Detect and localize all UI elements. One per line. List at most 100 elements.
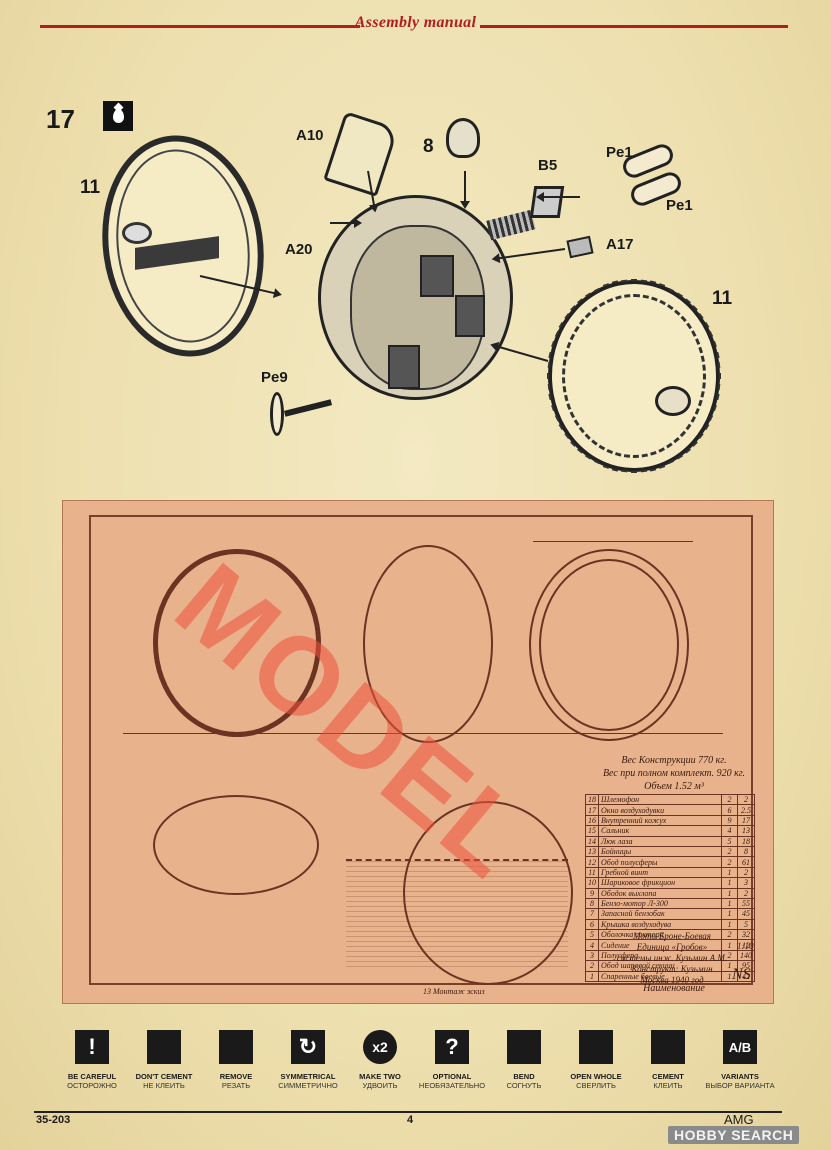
table-cell: 5 [721,835,738,847]
step-number: 17 [46,104,75,134]
table-cell: 1 [721,877,738,889]
table-cell: 17 [585,804,599,816]
site-watermark: HOBBY SEARCH [668,1126,800,1144]
table-cell: 2.5 [737,804,755,816]
table-cell: 16 [585,814,599,827]
arrow [491,344,549,362]
table-cell: 6 [721,804,738,816]
tread-mark [547,373,549,379]
legend-label-ru: ОСТОРОЖНО [67,1081,117,1090]
blueprint-note: 13 Монтаж эскиз [423,987,485,996]
table-cell: 13 [737,825,755,837]
blueprint-water-view [403,801,573,985]
legend-label-en: OPEN WHOLE [570,1072,622,1081]
table-cell: 14 [585,835,599,847]
part-pe9-drawing [270,392,284,436]
label-11-left: 11 [80,177,101,198]
blueprint-signature: NS [732,966,751,983]
legend-label-ru: ВЫБОР ВАРИАНТА [705,1081,775,1090]
table-cell: Люк лаза [598,835,722,847]
table-cell: 45 [737,908,755,920]
tread-mark [621,470,628,473]
make-two-icon: x2 [363,1030,397,1064]
optional-icon: ? [435,1030,469,1064]
label-a20: A20 [285,241,313,258]
table-cell: Бойницы [598,845,722,858]
table-cell: Ободок выхлопа [598,887,722,899]
blueprint-end-view [529,549,689,741]
legend-label-en: BE CAREFUL [67,1072,117,1081]
product-code: 35-203 [36,1114,71,1126]
brand-name: AMG [724,1112,754,1127]
title-line: Единица «Гробов» [636,942,708,952]
table-cell: 12 [585,856,599,868]
left-hub-drawing [122,222,152,244]
label-pe1-top: Pe1 [606,144,633,161]
legend-label-ru: РЕЗАТЬ [221,1081,251,1090]
table-cell: 10 [585,877,599,889]
spec-volume: Объем 1.52 м³ [644,781,704,792]
tread-mark [716,351,720,358]
table-cell: 2 [737,887,755,899]
arrow [493,248,566,261]
spec-weight: Вес Конструкции 770 кг. [621,755,727,766]
blueprint-water-surface [346,859,568,971]
tread-mark [659,464,666,469]
blueprint-end-view-inner [539,559,679,731]
tread-mark [547,383,550,390]
table-cell: 13 [585,845,599,858]
label-b5: B5 [538,157,558,174]
table-cell: 2 [721,793,738,806]
title-line: системы инж. Кузьмин А.М. [616,953,728,963]
blueprint-axis-line [123,733,723,734]
table-cell: 8 [737,845,755,858]
table-cell: Окно воздуходувки [598,804,722,816]
legend-label-en: VARIANTS [721,1072,759,1081]
page-number: 4 [407,1114,414,1126]
table-cell: Сальник [598,825,722,837]
bend-icon [507,1030,541,1064]
spec-full-weight: Вес при полном комплект. 920 кг. [602,768,746,779]
header-rule-left [40,25,360,28]
table-cell: Бензо-мотор Л-300 [598,897,722,910]
tread-mark [718,383,721,390]
legend-label-en: CEMENT [652,1072,684,1081]
blueprint-scale: 1:10 [737,941,754,951]
variants-icon: A/B [723,1030,757,1064]
tread-mark [668,460,675,465]
table-cell: 55 [737,897,755,910]
table-cell: 2 [721,845,738,858]
tread-mark [716,394,720,401]
table-cell: 18 [737,835,755,847]
legend-label-ru: НЕОБЯЗАТЕЛЬНО [418,1081,486,1090]
legend-label-en: MAKE TWO [359,1072,401,1081]
symmetrical-icon: ↻ [291,1030,325,1064]
tread-mark [593,460,600,465]
legend-label-ru: СИММЕТРИЧНО [278,1081,338,1090]
label-pe1-bottom: Pe1 [666,197,693,214]
label-a10: A10 [296,127,324,144]
blueprint-title-block: Мото-Броне-Боевая Единица «Гробов» систе… [588,931,756,986]
header-rule-right [480,25,788,28]
blueprint-side-view [153,549,321,737]
table-cell: 4 [721,825,738,837]
table-cell: 9 [721,814,738,827]
table-cell: 1 [721,908,738,920]
table-cell: 1 [721,866,738,879]
table-cell: 8 [585,897,599,910]
